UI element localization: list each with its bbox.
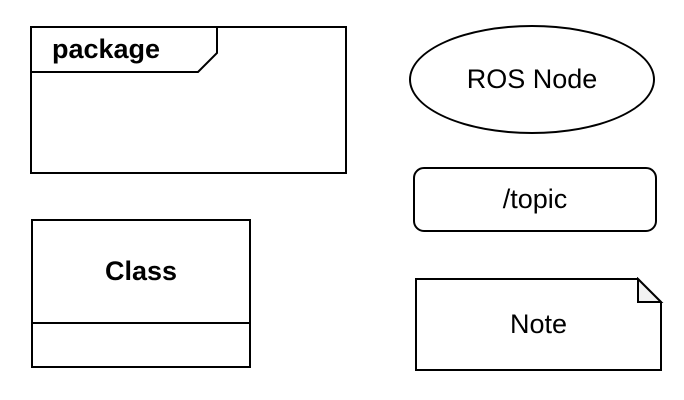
note-body [415, 278, 662, 371]
package-body [30, 26, 347, 174]
class-label: Class [104, 256, 178, 286]
ros-node-label: ROS Node [466, 64, 598, 94]
topic-rounded-rect: /topic [413, 167, 657, 232]
topic-label: /topic [502, 184, 568, 214]
note-fold-corner-icon [637, 277, 664, 303]
class-box: Class [31, 219, 251, 368]
note-shape [415, 277, 664, 371]
class-name-compartment: Class [33, 221, 249, 324]
ros-node-ellipse: ROS Node [409, 25, 655, 134]
class-members-compartment [33, 324, 249, 366]
package-tab [31, 27, 218, 73]
package-label: package [52, 34, 161, 64]
note-label: Note [509, 308, 568, 339]
package-shape [30, 26, 347, 174]
